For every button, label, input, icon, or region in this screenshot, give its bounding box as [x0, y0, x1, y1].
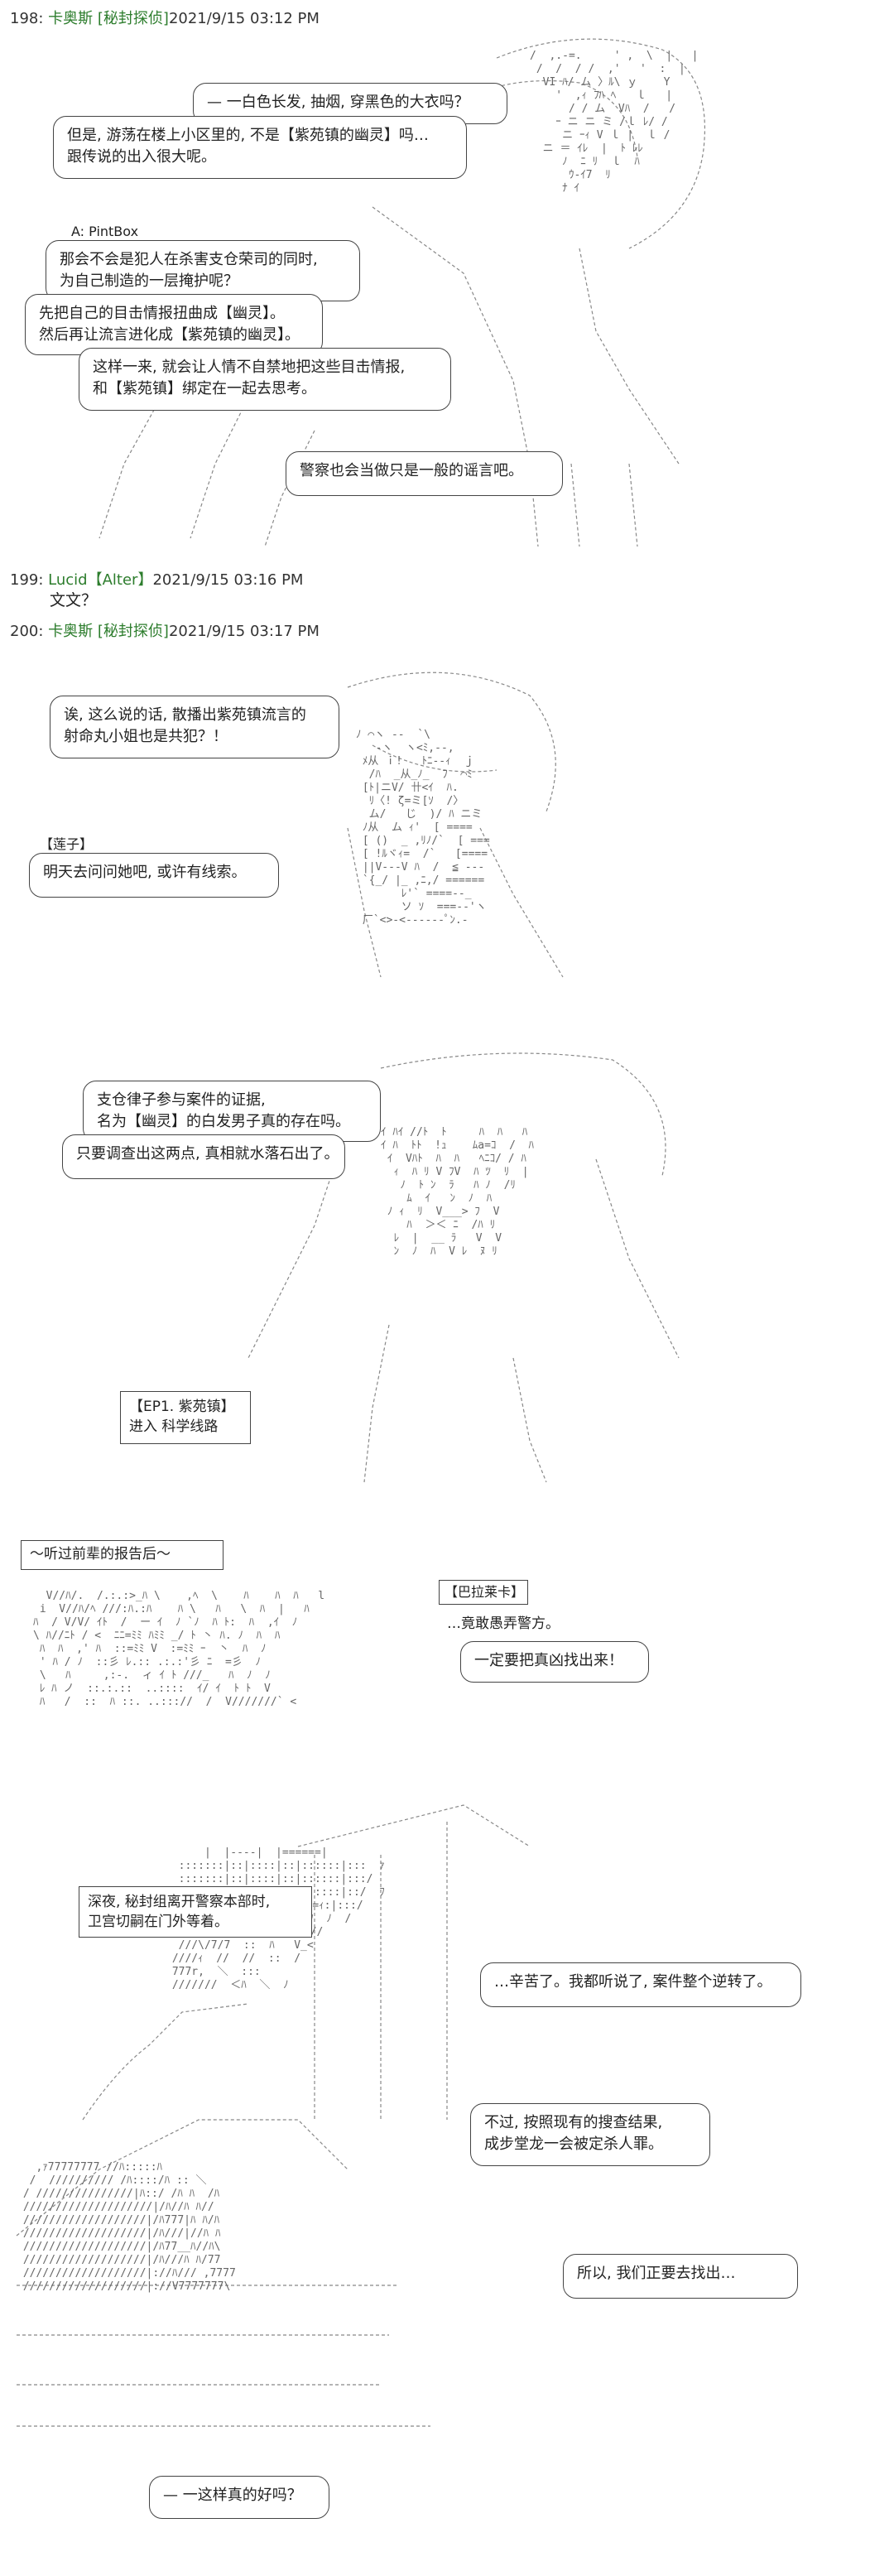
ascii-art-198: / ,.-=. ' , \ | | / / / / ,' ' : | VI ﾊ/… [530, 50, 699, 195]
post-number: 198: [10, 10, 44, 27]
ascii-art-200-c: V//ﾊ/. /.:.:>_ﾊ \ ,ﾍ \ ﾊ ﾊ ﾊ l i V//ﾊ/ﾍ … [33, 1590, 325, 1708]
speech-bubble: — 一这样真的好吗？ [149, 2476, 329, 2519]
ascii-art-200-b: ｲ ﾊｲ //ﾄ ﾄ ﾊ ﾊ ﾊ ｲ ﾊ ﾄﾄ !ｭ ﾑa=ｺ / ﾊ ｲ Vﾊ… [381, 1126, 535, 1258]
post-body: 文文？ [50, 591, 98, 609]
poster-name[interactable]: Lucid【Alter】 [48, 571, 153, 589]
ascii-art-200-a: ﾉ ⌒ヽ -- `\ -ヽ ヽ<ﾐ,--, ﾒ从 ｉ! ﾄﾆ--ｨ ｊ /ﾊ _… [356, 729, 490, 927]
poster-name[interactable]: 卡奥斯 [秘封探侦] [48, 10, 169, 27]
speech-bubble: 先把自己的目击情报扭曲成【幽灵】。 然后再让流言进化成【紫苑镇的幽灵】。 [25, 294, 323, 355]
aside-text: …竟敢愚弄警方。 [447, 1615, 560, 1632]
scene-title-box: ～听过前辈的报告后～ [21, 1540, 223, 1570]
speech-bubble: 那会不会是犯人在杀害支仓荣司的同时, 为自己制造的一层掩护呢？ [46, 240, 360, 301]
post-time: 2021/9/15 03:17 PM [168, 623, 320, 640]
route-box: 【EP1. 紫苑镇】 进入 科学线路 [120, 1391, 251, 1444]
post-time: 2021/9/15 03:16 PM [152, 571, 304, 589]
speech-bubble: 明天去问问她吧, 或许有线索。 [29, 853, 279, 898]
speech-bubble: 这样一来, 就会让人情不自禁地把这些目击情报, 和【紫苑镇】绑定在一起去思考。 [79, 348, 451, 411]
post-number: 200: [10, 623, 44, 640]
post-header-200: 200: 卡奥斯 [秘封探侦]2021/9/15 03:17 PM [10, 619, 320, 641]
speech-bubble: …辛苦了。我都听说了, 案件整个逆转了。 [480, 1962, 801, 2007]
post-time: 2021/9/15 03:12 PM [168, 10, 320, 27]
post-number: 199: [10, 571, 44, 589]
speaker-label: 【莲子】 [40, 836, 94, 852]
speech-bubble: 不过, 按照现有的搜查结果, 成步堂龙一会被定杀人罪。 [470, 2103, 710, 2166]
speech-bubble: 警察也会当做只是一般的谣言吧。 [286, 451, 563, 496]
ascii-art-200-e: ,ｧ77777777 //ﾊ:::::ﾊ / ////////// /ﾊ::::… [22, 2161, 236, 2293]
poster-name[interactable]: 卡奥斯 [秘封探侦] [48, 623, 169, 640]
speaker-label: A: PintBox [71, 224, 139, 239]
speech-bubble: 一定要把真凶找出来！ [460, 1641, 649, 1683]
speech-bubble: 所以, 我们正要去找出… [563, 2254, 798, 2299]
post-header-198: 198: 卡奥斯 [秘封探侦]2021/9/15 03:12 PM [10, 7, 320, 28]
speech-bubble: 但是, 游荡在楼上小区里的, 不是【紫苑镇的幽灵】吗… 跟传说的出入很大呢。 [53, 116, 467, 179]
speech-bubble: 支仓律子参与案件的证据, 名为【幽灵】的白发男子真的存在吗。 [83, 1081, 381, 1142]
speech-bubble: 诶, 这么说的话, 散播出紫苑镇流言的 射命丸小姐也是共犯？！ [50, 696, 339, 758]
speaker-label-box: 【巴拉莱卡】 [439, 1580, 528, 1605]
narration-box: 深夜, 秘封组离开警察本部时, 卫宫切嗣在门外等着。 [79, 1886, 312, 1938]
speech-bubble: 只要调查出这两点, 真相就水落石出了。 [62, 1134, 345, 1179]
post-header-199: 199: Lucid【Alter】2021/9/15 03:16 PM [10, 568, 303, 590]
